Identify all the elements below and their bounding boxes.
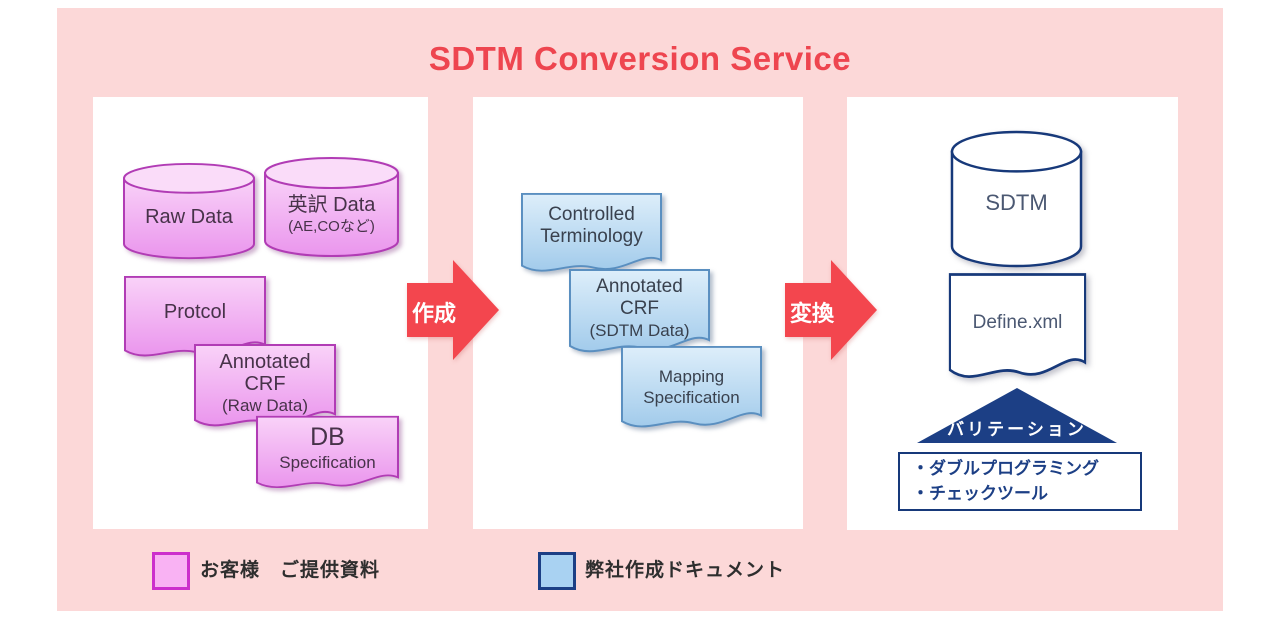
doc-annotated-crf-raw-line1: Annotated: [219, 351, 311, 373]
validation-box: ・ダブルプログラミング ・チェックツール: [898, 452, 1142, 511]
doc-db-specification: DB Specification: [255, 415, 400, 493]
validation-triangle: バリテーション: [917, 388, 1117, 443]
arrow-create-label: 作成: [411, 301, 456, 326]
doc-annotated-crf-raw: Annotated CRF (Raw Data): [193, 343, 337, 432]
doc-mapping-specification-line2: Specification: [643, 388, 740, 407]
cylinder-translated-data: 英訳 Data (AE,COなど): [263, 156, 400, 260]
doc-annotated-crf-sdtm-line1: Annotated: [596, 276, 683, 297]
doc-annotated-crf-raw-line2: CRF: [244, 373, 286, 395]
doc-protocol: Protcol: [123, 275, 267, 362]
validation-box-line1: ・ダブルプログラミング: [912, 458, 1099, 478]
doc-controlled-terminology: Controlled Terminology: [520, 192, 663, 277]
cylinder-translated-data-sublabel: (AE,COなど): [288, 218, 375, 235]
doc-db-specification-line1: DB: [310, 423, 345, 451]
doc-db-specification-line2: Specification: [279, 453, 376, 472]
validation-box-line2: ・チェックツール: [912, 483, 1048, 503]
doc-mapping-specification-line1: Mapping: [658, 367, 725, 386]
validation-triangle-label: バリテーション: [947, 420, 1087, 439]
doc-define-xml: Define.xml: [948, 272, 1087, 385]
doc-controlled-terminology-line1: Controlled: [548, 204, 635, 225]
cylinder-sdtm-label: SDTM: [985, 190, 1048, 215]
doc-annotated-crf-raw-line3: (Raw Data): [222, 396, 308, 415]
cylinder-sdtm: SDTM: [950, 130, 1083, 268]
legend-company-label: 弊社作成ドキュメント: [585, 560, 786, 581]
doc-annotated-crf-sdtm-line2: CRF: [619, 298, 660, 319]
doc-controlled-terminology-line2: Terminology: [540, 226, 643, 247]
doc-annotated-crf-sdtm-line3: (SDTM Data): [589, 321, 690, 340]
cylinder-raw-data: Raw Data: [122, 162, 256, 262]
doc-define-xml-label: Define.xml: [972, 312, 1063, 333]
legend-customer-label: お客様 ご提供資料: [200, 560, 381, 581]
arrow-convert: 変換: [785, 260, 877, 360]
doc-protocol-label: Protcol: [163, 301, 227, 323]
legend-company-swatch: [538, 552, 576, 590]
diagram-title: SDTM Conversion Service: [428, 40, 852, 77]
legend-customer-swatch: [152, 552, 190, 590]
doc-mapping-specification: Mapping Specification: [620, 345, 763, 433]
arrow-create: 作成: [407, 260, 499, 360]
cylinder-translated-data-label: 英訳 Data: [287, 194, 376, 216]
arrow-convert-label: 変換: [789, 301, 834, 326]
cylinder-raw-data-label: Raw Data: [145, 206, 233, 228]
